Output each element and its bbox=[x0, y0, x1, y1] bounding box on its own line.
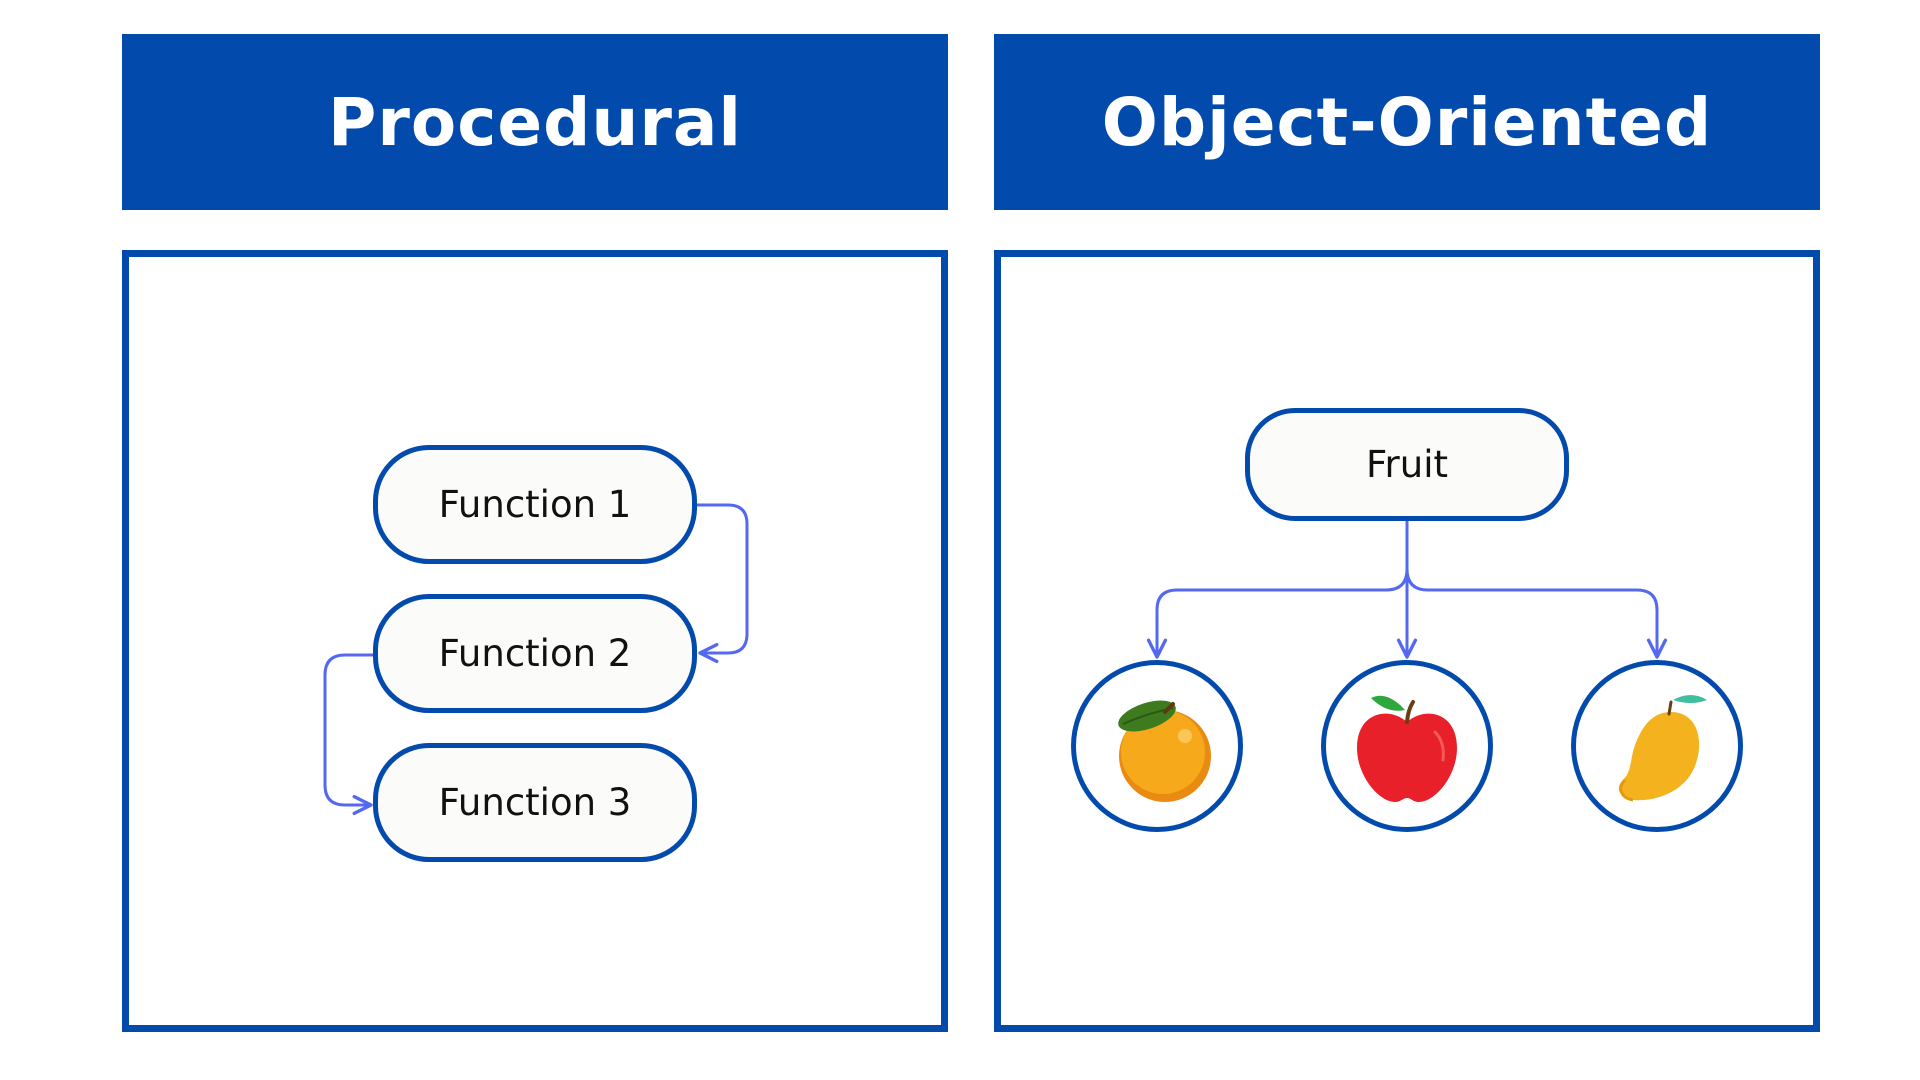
orange-circle bbox=[1071, 660, 1243, 832]
function-3-node: Function 3 bbox=[373, 743, 697, 862]
fruit-label: Fruit bbox=[1365, 443, 1449, 486]
apple-icon bbox=[1357, 695, 1457, 802]
apple-circle bbox=[1321, 660, 1493, 832]
object-oriented-header: Object-Oriented bbox=[994, 34, 1820, 210]
procedural-header: Procedural bbox=[122, 34, 948, 210]
mango-circle bbox=[1571, 660, 1743, 832]
fruit-node: Fruit bbox=[1245, 408, 1569, 521]
function-2-node: Function 2 bbox=[373, 594, 697, 713]
mango-icon bbox=[1618, 695, 1707, 802]
object-oriented-panel bbox=[994, 250, 1820, 1032]
function-1-node: Function 1 bbox=[373, 445, 697, 564]
function-2-label: Function 2 bbox=[438, 632, 632, 675]
function-3-label: Function 3 bbox=[438, 781, 632, 824]
orange-icon bbox=[1118, 700, 1211, 802]
object-oriented-title: Object-Oriented bbox=[1101, 83, 1713, 161]
procedural-title: Procedural bbox=[327, 83, 743, 161]
function-1-label: Function 1 bbox=[438, 483, 632, 526]
